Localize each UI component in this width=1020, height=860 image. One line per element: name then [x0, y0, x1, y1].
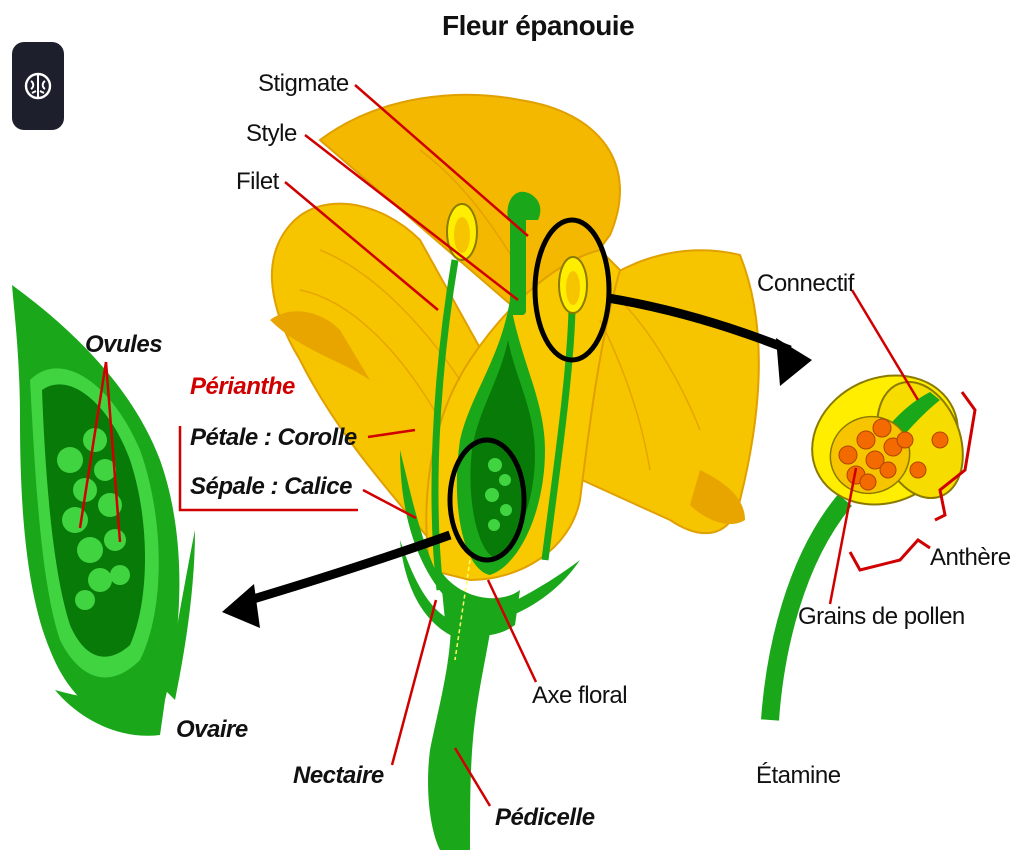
- label-ovaire: Ovaire: [176, 718, 248, 742]
- app-badge[interactable]: [12, 42, 64, 130]
- label-filet: Filet: [236, 170, 279, 194]
- label-axe-floral: Axe floral: [532, 684, 627, 708]
- label-style: Style: [246, 122, 297, 146]
- diagram-title: Fleur épanouie: [442, 12, 634, 40]
- label-anthere: Anthère: [930, 546, 1011, 570]
- pedicel: [428, 600, 495, 850]
- label-etamine: Étamine: [756, 764, 841, 788]
- label-sepale-calice: Sépale : Calice: [190, 475, 352, 499]
- zoom-arrow-right-head: [776, 338, 812, 386]
- label-ovules: Ovules: [85, 333, 162, 357]
- label-petale-corolle: Pétale : Corolle: [190, 426, 357, 450]
- label-grains-de-pollen: Grains de pollen: [798, 605, 965, 629]
- zoom-arrow-left-head: [222, 584, 260, 628]
- label-pedicelle: Pédicelle: [495, 806, 595, 830]
- label-stigmate: Stigmate: [258, 72, 349, 96]
- label-connectif: Connectif: [757, 272, 854, 296]
- anther-right-inner: [566, 271, 580, 305]
- label-nectaire: Nectaire: [293, 764, 384, 788]
- label-perianthe: Périanthe: [190, 375, 295, 399]
- anther-left-inner: [454, 217, 470, 253]
- brain-icon: [23, 71, 53, 101]
- anther-bracket-bottom: [850, 540, 930, 570]
